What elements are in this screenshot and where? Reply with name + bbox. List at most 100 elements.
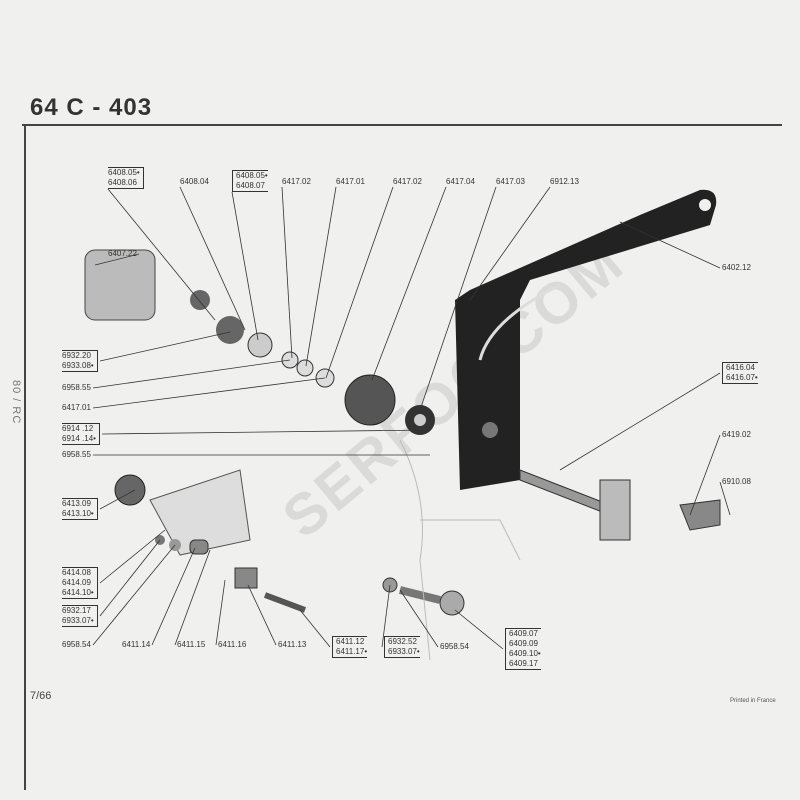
- motor-part: [84, 249, 156, 321]
- part-number: 6408.04: [180, 177, 209, 186]
- block-part: [234, 567, 258, 589]
- part-number: 6416.07•: [726, 373, 758, 382]
- part-number: 6411.15: [177, 640, 206, 649]
- gear-part: [247, 332, 273, 358]
- part-number: 6409.07: [509, 629, 538, 638]
- part-number-callout: 6417.01: [336, 177, 365, 187]
- part-number: 6912.13: [550, 177, 579, 186]
- leader-line: [99, 489, 136, 510]
- leader-line: [299, 609, 331, 648]
- part-number: 6414.08: [62, 568, 91, 577]
- leader-line: [247, 584, 277, 646]
- part-number: 6409.09: [509, 639, 538, 648]
- part-number: 6933.07•: [62, 616, 94, 625]
- coupling-part: [216, 316, 244, 344]
- leader-line: [92, 377, 326, 409]
- part-number: 6932.52: [388, 637, 417, 646]
- part-number-callout: 6408.05•6408.07: [232, 170, 268, 192]
- part-number: 6408.06: [108, 178, 137, 187]
- housing-part: [149, 469, 251, 556]
- leader-line: [101, 429, 431, 435]
- knob-part: [439, 590, 465, 616]
- body-outline: [420, 519, 521, 561]
- part-number: 6413.10•: [62, 509, 94, 518]
- printed-note: Printed in France: [730, 698, 776, 704]
- bracket-part: [679, 499, 721, 531]
- leader-lines: [92, 186, 731, 650]
- part-number-callout: 6411.13: [278, 640, 306, 650]
- leader-line: [305, 186, 337, 367]
- leader-line: [399, 589, 439, 648]
- leader-line: [215, 579, 226, 646]
- leader-line: [99, 331, 231, 362]
- part-number-callout: 6408.04: [180, 177, 209, 187]
- leader-line: [325, 186, 394, 379]
- part-number: 6932.17: [62, 606, 91, 615]
- part-number: 6932.20: [62, 351, 91, 360]
- leader-line: [92, 544, 176, 646]
- disc-part: [344, 374, 396, 426]
- part-number-callout: 6408.05•6408.06: [108, 167, 144, 189]
- part-number: 6413.09: [62, 499, 91, 508]
- part-number-callout: 6958.55: [62, 450, 91, 460]
- part-number-callout: 6417.04: [446, 177, 475, 187]
- pedal-lever-part: [455, 189, 717, 490]
- part-number-callout: 6417.02: [393, 177, 422, 187]
- part-number-callout: 6958.55: [62, 383, 91, 393]
- part-number: 6958.54: [62, 640, 91, 649]
- header-rule: [22, 124, 782, 126]
- washer-part: [296, 359, 314, 377]
- leader-line: [371, 186, 447, 381]
- part-number-callout: 6411.16: [218, 640, 246, 650]
- part-number: 6933.07•: [388, 647, 420, 656]
- lever-highlight: [478, 283, 561, 361]
- bolt-part: [399, 586, 441, 604]
- part-number: 6411.16: [218, 640, 247, 649]
- leader-line: [619, 221, 721, 269]
- part-number-callout: 6419.02: [722, 430, 751, 440]
- part-number: 6408.07: [236, 181, 265, 190]
- part-number: 6914 .12: [62, 424, 94, 433]
- part-number: 6419.02: [722, 430, 751, 439]
- leader-line: [454, 609, 504, 650]
- part-number-callout: 6910.08: [722, 477, 751, 487]
- part-number: 6958.54: [440, 642, 469, 651]
- part-number: 6414.09: [62, 578, 91, 587]
- part-number-callout: 6958.54: [440, 642, 469, 652]
- leader-line: [689, 434, 721, 516]
- leader-line: [107, 188, 216, 321]
- bushing-part: [189, 539, 209, 555]
- part-number: 6417.04: [446, 177, 475, 186]
- leader-line: [231, 191, 259, 341]
- part-number-callout: 6417.03: [496, 177, 525, 187]
- part-number-callout: 6958.54: [62, 640, 91, 650]
- part-number: 6417.01: [336, 177, 365, 186]
- shaft-bracket-part: [599, 479, 631, 541]
- leader-line: [469, 186, 551, 301]
- part-number: 6417.03: [496, 177, 525, 186]
- part-number-callout: 6407.22: [108, 249, 137, 259]
- part-number: 6411.14: [122, 640, 151, 649]
- leader-line: [94, 253, 140, 266]
- leader-line: [381, 584, 391, 648]
- part-number-callout: 6417.01: [62, 403, 91, 413]
- lever-boss: [482, 422, 498, 438]
- leader-line: [719, 481, 731, 516]
- part-number: 6408.05•: [236, 171, 268, 180]
- margin-rule: [24, 124, 26, 790]
- part-number: 6933.08•: [62, 361, 94, 370]
- screw-part: [263, 592, 307, 613]
- leader-line: [179, 186, 246, 331]
- part-number: 6409.10•: [509, 649, 541, 658]
- leader-line: [99, 539, 161, 617]
- leader-line: [174, 549, 211, 646]
